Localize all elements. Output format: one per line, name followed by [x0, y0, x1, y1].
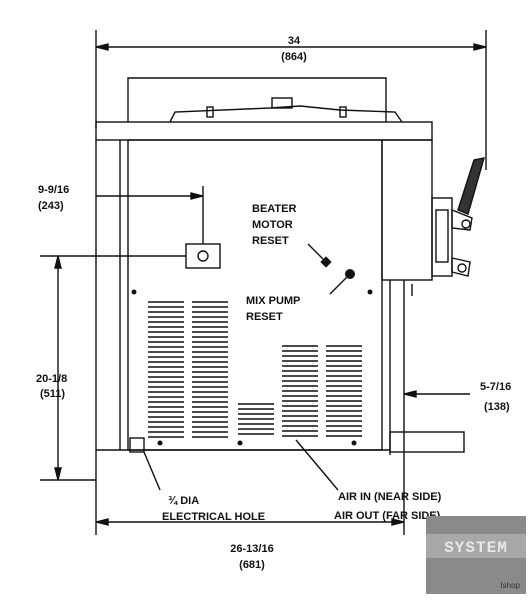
- arrowhead: [54, 467, 62, 481]
- right-offset-in: 5-7/16: [480, 381, 511, 393]
- spigot-knob: [457, 263, 467, 273]
- electrical-knockout: [197, 250, 209, 262]
- hopper-outline: [127, 77, 387, 122]
- electrical-hole: [129, 437, 145, 453]
- arrowhead: [54, 255, 62, 269]
- lid-hinge: [206, 106, 214, 118]
- arrowhead: [403, 390, 417, 398]
- arrowhead: [190, 192, 204, 200]
- lower-spigot: [451, 257, 471, 277]
- beater-reset-label-line2: MOTOR: [252, 219, 293, 231]
- electrical-hole-label-line1: ¾ DIA: [168, 495, 199, 507]
- beater-reset-button: [320, 256, 332, 268]
- drip-tray: [389, 431, 465, 453]
- lid-knob: [271, 97, 293, 109]
- arrowhead: [473, 43, 487, 51]
- hopper-lid: [169, 105, 403, 123]
- watermark-text: SYSTEM: [444, 539, 508, 557]
- draw-handle: [457, 157, 485, 215]
- air-leader: [295, 439, 339, 491]
- arrowhead: [95, 43, 109, 51]
- arrowhead: [391, 518, 405, 526]
- screw: [237, 440, 243, 446]
- mix-pump-label-line1: MIX PUMP: [246, 295, 300, 307]
- beater-reset-label-line3: RESET: [252, 235, 289, 247]
- screw: [351, 440, 357, 446]
- dispense-head: [431, 197, 453, 277]
- watermark-band: [426, 534, 526, 558]
- screw: [157, 440, 163, 446]
- height-in: 20-1/8: [36, 373, 67, 385]
- base-width-in: 26-13/16: [230, 543, 273, 555]
- air-out-label: AIR OUT (FAR SIDE): [334, 510, 441, 522]
- ventilation-louvers: [148, 301, 362, 438]
- electrical-box: [185, 243, 221, 269]
- arrowhead: [95, 518, 109, 526]
- mix-pump-reset-button: [345, 269, 355, 279]
- base-width-mm: (681): [239, 559, 265, 571]
- screw: [367, 289, 373, 295]
- overall-width-mm: (864): [281, 51, 307, 63]
- beater-reset-label-line1: BEATER: [252, 203, 296, 215]
- spigot-knob: [461, 219, 471, 229]
- mix-pump-label-line2: RESET: [246, 311, 283, 323]
- height-mm: (511): [40, 388, 65, 400]
- dispense-head-inner: [435, 209, 449, 263]
- upper-spigot: [451, 208, 473, 231]
- watermark-sub: Ishop: [500, 581, 520, 590]
- watermark: SYSTEM Ishop: [426, 516, 526, 594]
- left-offset-mm: (243): [38, 200, 64, 212]
- freezer-column: [381, 139, 433, 281]
- overall-width-in: 34: [288, 35, 301, 47]
- top-plate: [95, 121, 433, 141]
- air-in-label: AIR IN (NEAR SIDE): [338, 491, 442, 503]
- left-offset-in: 9-9/16: [38, 184, 69, 196]
- beater-reset-leader: [307, 243, 327, 263]
- electrical-hole-label-line2: ELECTRICAL HOLE: [162, 511, 265, 523]
- screw: [131, 289, 137, 295]
- right-offset-mm: (138): [484, 401, 510, 413]
- electrical-hole-leader: [143, 451, 161, 491]
- lid-hinge: [339, 106, 347, 118]
